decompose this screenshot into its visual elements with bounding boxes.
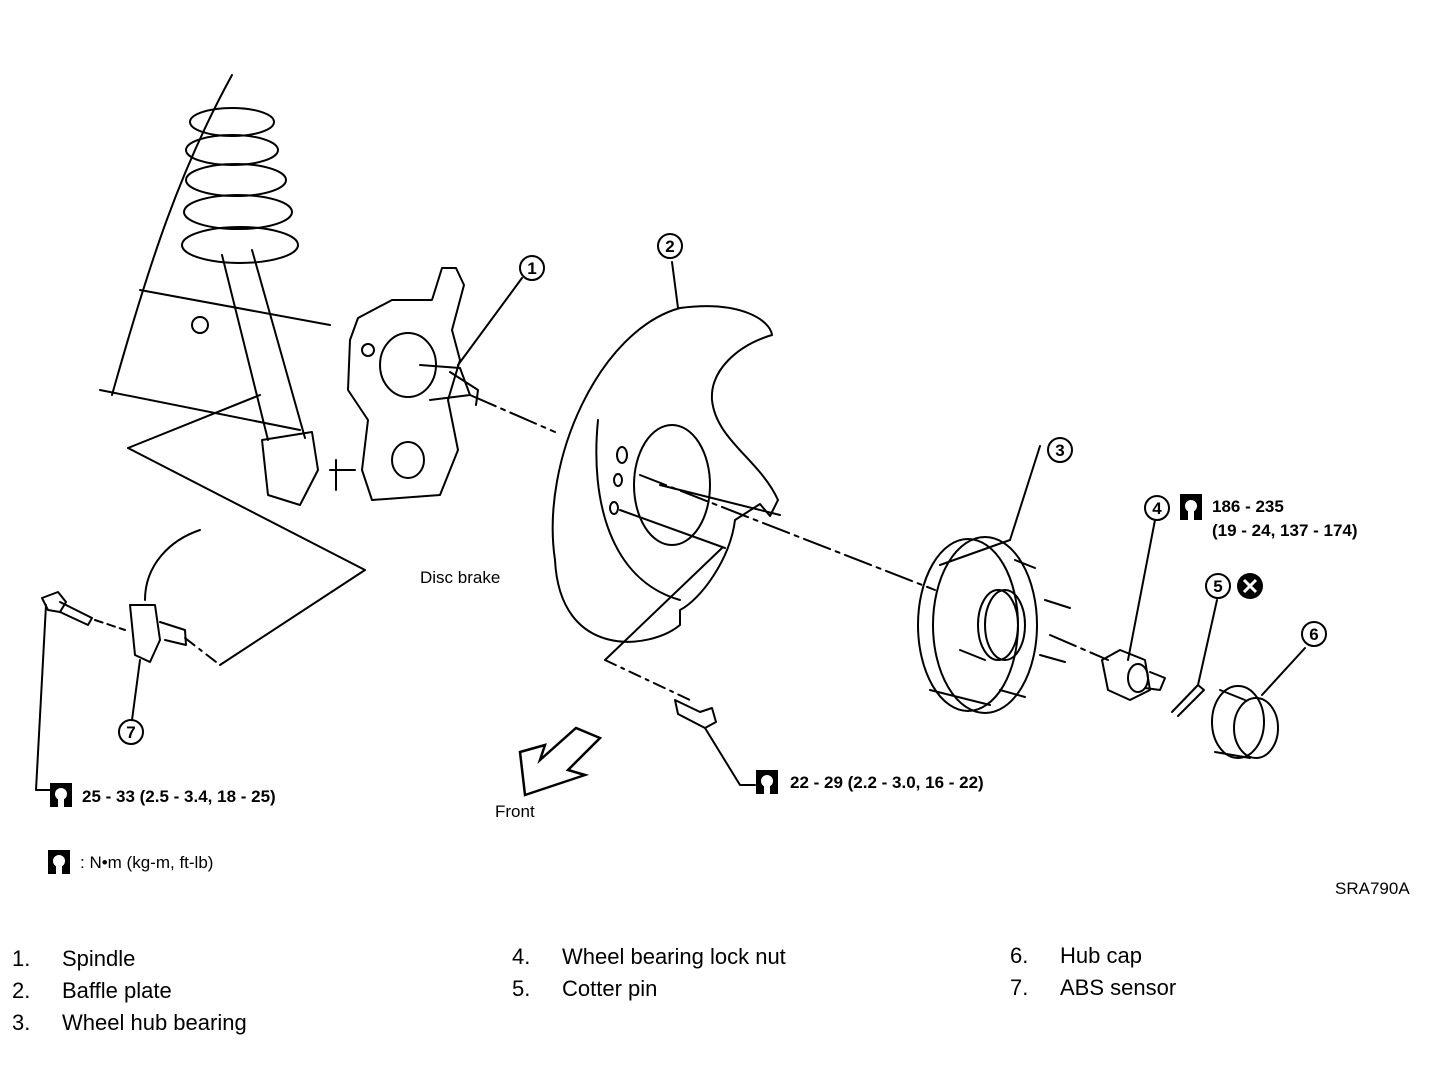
do-not-reuse-icon: [1237, 573, 1263, 599]
callout-6: 6: [1301, 621, 1327, 647]
callout-6-number: 6: [1309, 625, 1318, 644]
part-name: Cotter pin: [562, 976, 658, 1001]
baffle-plate-bolt: [674, 699, 756, 786]
baffle-bolt-dash: [604, 659, 691, 701]
callout-markers: 1 2 3 4 5 6 7: [118, 233, 1327, 745]
assembly-axis: [469, 394, 1109, 661]
callout-5-number: 5: [1213, 577, 1222, 596]
cotter-pin: [1171, 599, 1218, 717]
torque-wrench-icon: [50, 783, 72, 807]
disc-brake-label: Disc brake: [420, 568, 500, 587]
part-number: 4.: [512, 944, 531, 969]
parts-legend-col-2: 4. Wheel bearing lock nut 5. Cotter pin: [512, 944, 932, 1008]
callout-5: 5: [1205, 573, 1231, 599]
part-number: 7.: [1010, 975, 1029, 1000]
parts-list-item: 2. Baffle plate: [12, 978, 432, 1010]
callout-2: 2: [657, 233, 683, 259]
torque-wrench-icon: [1180, 494, 1202, 520]
part-name: Wheel bearing lock nut: [562, 944, 786, 969]
part-name: Hub cap: [1060, 943, 1142, 968]
parts-list-item: 1. Spindle: [12, 946, 432, 978]
part-number: 5.: [512, 976, 531, 1001]
baffle-plate: [551, 305, 781, 661]
part-number: 6.: [1010, 943, 1029, 968]
parts-legend-col-3: 6. Hub cap 7. ABS sensor: [1010, 943, 1430, 1007]
callout-7: 7: [118, 719, 144, 745]
part-number: 1.: [12, 946, 31, 971]
part-name: Wheel hub bearing: [62, 1010, 247, 1035]
part-name: ABS sensor: [1060, 975, 1177, 1000]
part-name: Spindle: [62, 946, 136, 971]
abs-sensor-bolt: [35, 591, 126, 791]
front-label: Front: [495, 802, 535, 821]
callout-7-number: 7: [126, 723, 135, 742]
callout-2-number: 2: [665, 237, 674, 256]
callout-3-number: 3: [1055, 441, 1064, 460]
lock-nut-torque-line2: (19 - 24, 137 - 174): [1212, 521, 1358, 540]
callout-3: 3: [1047, 437, 1073, 463]
abs-bolt-torque: 25 - 33 (2.5 - 3.4, 18 - 25): [82, 787, 276, 806]
callout-4-number: 4: [1152, 499, 1162, 518]
leader-1: [457, 277, 523, 366]
steering-knuckle: [347, 267, 479, 501]
leader-2: [671, 261, 679, 309]
strut-assembly: [181, 107, 356, 506]
parts-list-item: 3. Wheel hub bearing: [12, 1010, 432, 1042]
callout-1: 1: [519, 255, 545, 281]
parts-list-item: 6. Hub cap: [1010, 943, 1430, 975]
part-number: 3.: [12, 1010, 31, 1035]
front-direction-arrow-icon: [518, 726, 603, 797]
callout-4: 4: [1144, 495, 1170, 521]
lock-nut-torque-line1: 186 - 235: [1212, 497, 1284, 516]
parts-list-item: 7. ABS sensor: [1010, 975, 1430, 1007]
hub-cap: [1211, 647, 1306, 759]
figure-code: SRA790A: [1335, 879, 1410, 898]
torque-unit-legend: : N•m (kg-m, ft-lb): [80, 853, 213, 872]
fender-outline: [99, 74, 366, 666]
torque-wrench-icon: [48, 850, 70, 874]
wheel-hub-bearing: [917, 445, 1071, 714]
torque-wrench-icon: [756, 770, 778, 794]
baffle-bolt-torque: 22 - 29 (2.2 - 3.0, 16 - 22): [790, 773, 984, 792]
part-name: Baffle plate: [62, 978, 172, 1003]
parts-list-item: 4. Wheel bearing lock nut: [512, 944, 932, 976]
parts-legend-col-1: 1. Spindle 2. Baffle plate 3. Wheel hub …: [12, 946, 432, 1042]
parts-list-item: 5. Cotter pin: [512, 976, 932, 1008]
abs-sensor: [129, 529, 221, 721]
wheel-bearing-lock-nut: [1101, 519, 1166, 701]
callout-1-number: 1: [527, 259, 536, 278]
part-number: 2.: [12, 978, 31, 1003]
